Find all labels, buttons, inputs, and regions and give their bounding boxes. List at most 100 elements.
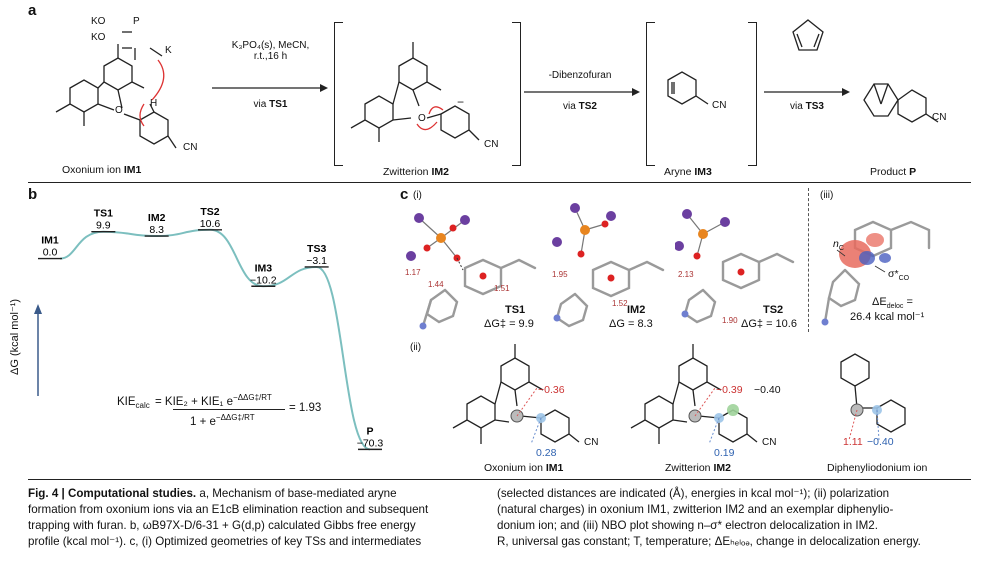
- panel-a-letter: a: [28, 2, 37, 19]
- im2-charge-o-b: −0.40: [754, 384, 781, 396]
- deloc-label: ΔEdeloc =: [872, 296, 913, 311]
- ts2-label: TS2: [763, 304, 784, 316]
- im1-charges-structure: [452, 344, 580, 445]
- y-axis-label: ΔG (kcal mol⁻¹): [9, 298, 21, 375]
- im2-charge-c: 0.19: [714, 447, 735, 459]
- kie-denominator: 1 + e−ΔΔG‡/RT: [190, 413, 255, 428]
- ts1-distance-1: 1.17: [405, 268, 421, 277]
- ts1-distance-3: 1.51: [494, 284, 510, 293]
- im2-geom-label: IM2: [627, 304, 646, 316]
- ko1-label: KO: [91, 16, 106, 27]
- im1-charges-caption: Oxonium ion IM1: [484, 462, 564, 474]
- aryne-structure: [667, 71, 709, 105]
- point-value-p: −70.3: [357, 437, 384, 449]
- im2-bracket-right: [512, 22, 521, 166]
- point-value-ts2: 10.6: [200, 218, 221, 230]
- nbo-plot: [821, 220, 931, 326]
- hydrogen-label: H: [150, 98, 158, 109]
- point-name-im2: IM2: [148, 212, 166, 224]
- ts1-distance-2: 1.44: [428, 280, 444, 289]
- im2-charges-caption: Zwitterion IM2: [665, 462, 731, 474]
- via-ts1: via TS1: [253, 99, 288, 110]
- point-value-im1: 0.0: [43, 247, 58, 259]
- cn4-label: CN: [932, 112, 947, 123]
- ts2-energy: ΔG‡ = 10.6: [741, 318, 797, 330]
- im3-bracket-right: [748, 22, 757, 166]
- point-name-p: P: [366, 425, 373, 437]
- deloc-value: 26.4 kcal mol⁻¹: [850, 311, 925, 323]
- conditions-1: K₃PO₄(s), MeCN, r.t.,16 h: [231, 40, 310, 62]
- figure-title: Fig. 4 | Computational studies.: [28, 487, 197, 500]
- im1-charge-c: 0.28: [536, 447, 557, 459]
- im1-caption: Oxonium ion IM1: [62, 164, 142, 176]
- ko2-label: KO: [91, 32, 106, 43]
- cn1-label: CN: [183, 142, 198, 153]
- sub-ii-label: (ii): [410, 342, 422, 353]
- point-value-im2: 8.3: [149, 224, 164, 236]
- point-name-im3: IM3: [255, 262, 273, 274]
- via-ts2: via TS2: [563, 101, 597, 112]
- point-value-im3: −10.2: [250, 274, 277, 286]
- im2-charge-o: −0.39: [716, 384, 743, 396]
- point-name-ts2: TS2: [200, 206, 219, 218]
- im2-caption: Zwitterion IM2: [383, 166, 449, 178]
- ts2-geometry: [675, 209, 795, 324]
- y-axis-arrow-head: [34, 304, 42, 314]
- ts1-label: TS1: [505, 304, 526, 316]
- point-value-ts3: −3.1: [306, 255, 327, 267]
- im2-geometry: [552, 203, 665, 328]
- point-name-ts3: TS3: [307, 243, 326, 255]
- point-name-im1: IM1: [41, 235, 59, 247]
- reaction-arrow-1: [212, 84, 328, 92]
- im2-bracket-left: [334, 22, 343, 166]
- caption-divider: [28, 479, 971, 480]
- kie-fraction-line: [173, 409, 285, 410]
- im3-caption: Aryne IM3: [664, 166, 712, 178]
- conditions-2: -Dibenzofuran: [548, 70, 612, 81]
- cn2-label: CN: [484, 139, 499, 150]
- sub-iii-divider: [808, 188, 809, 332]
- im1-charge-o: −0.36: [538, 384, 565, 396]
- point-value-ts1: 9.9: [96, 220, 111, 232]
- im2-charges-cn: CN: [762, 437, 777, 448]
- oxonium-o-label: O: [115, 105, 123, 116]
- panel-c-letter: c: [400, 186, 409, 203]
- sub-i-label: (i): [413, 190, 422, 201]
- nc-label: nC: [833, 238, 844, 253]
- kie-result: = 1.93: [289, 402, 322, 414]
- point-name-ts1: TS1: [94, 208, 113, 220]
- panel-divider: [28, 182, 971, 183]
- svg-text:−: −: [457, 95, 464, 109]
- diphenyliodonium-structure: [840, 353, 906, 441]
- reaction-arrow-2: [524, 88, 640, 96]
- ts2-distance-2: 1.90: [722, 316, 738, 325]
- kie-formula: KIEcalc = KIE₂ + KIE₁ e−ΔΔG‡/RT: [117, 393, 272, 411]
- im1-charges-cn: CN: [584, 437, 599, 448]
- im2-charges-structure: [630, 344, 758, 445]
- im3-bracket-left: [646, 22, 655, 166]
- potassium-label: K: [165, 45, 172, 56]
- product-caption: Product P: [870, 166, 917, 178]
- sigma-star-label: σ*CO: [888, 268, 910, 283]
- im2-distance-1: 1.95: [552, 270, 568, 279]
- cn3-label: CN: [712, 100, 727, 111]
- diph-charge-i: 1.11: [843, 436, 863, 448]
- im2-energy: ΔG = 8.3: [609, 318, 653, 330]
- im2-distance-2: 1.52: [612, 299, 628, 308]
- diph-caption: Diphenyliodonium ion: [827, 462, 928, 474]
- im1-structure: [55, 31, 177, 149]
- furan-structure: [792, 19, 824, 51]
- reaction-arrow-3: [764, 88, 850, 96]
- im2-structure: −: [350, 42, 480, 142]
- ts1-energy: ΔG‡ = 9.9: [484, 318, 534, 330]
- via-ts3: via TS3: [790, 101, 824, 112]
- im2-o-label: O: [418, 113, 426, 124]
- diph-charge-c: −0.40: [867, 436, 894, 448]
- ts2-distance-1: 2.13: [678, 270, 694, 279]
- phosphorus-label: P: [133, 16, 140, 27]
- caption-column-2: (selected distances are indicated (Å), e…: [497, 487, 921, 548]
- ts1-geometry: [406, 213, 537, 330]
- panel-b-letter: b: [28, 186, 38, 203]
- caption-column-1: Fig. 4 | Computational studies. a, Mecha…: [28, 487, 429, 548]
